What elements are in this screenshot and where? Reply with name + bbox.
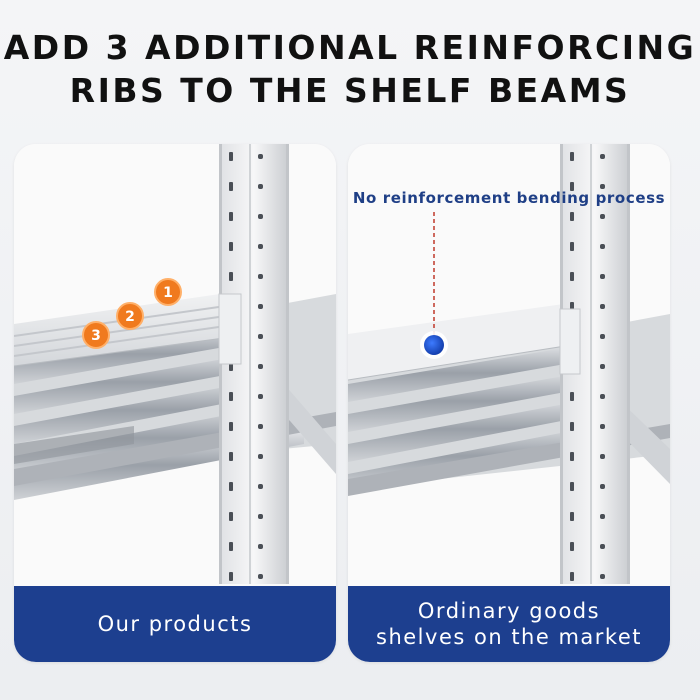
our-products-panel: 1 2 3 Our products	[14, 144, 336, 662]
rib-number-badge: 2	[116, 302, 144, 330]
ordinary-shelves-caption: Ordinary goods shelves on the market	[348, 586, 670, 662]
plain-front-beam	[348, 302, 579, 381]
annotation-label: No reinforcement bending process	[352, 189, 666, 207]
post-holes	[570, 152, 605, 581]
rib-number-badge: 1	[154, 278, 182, 306]
rib-label-1: 1	[163, 285, 173, 301]
headline: ADD 3 ADDITIONAL REINFORCING RIBS TO THE…	[0, 26, 700, 112]
rib-label-2: 2	[125, 309, 135, 325]
headline-line-2: RIBS TO THE SHELF BEAMS	[69, 71, 631, 110]
rib-label-3: 3	[91, 328, 101, 344]
ordinary-shelf-illustration	[348, 144, 670, 662]
headline-line-1: ADD 3 ADDITIONAL REINFORCING	[3, 28, 697, 67]
caption-line-2: shelves on the market	[376, 625, 642, 649]
ordinary-shelves-panel: No reinforcement bending process Ordinar…	[348, 144, 670, 662]
reinforced-shelf-illustration: 1 2 3	[14, 144, 336, 662]
caption-line-1: Ordinary goods	[417, 599, 601, 623]
blue-dot-marker	[420, 331, 448, 359]
our-products-caption: Our products	[14, 586, 336, 662]
rib-number-badge: 3	[82, 321, 110, 349]
caption-text: Our products	[97, 612, 253, 636]
